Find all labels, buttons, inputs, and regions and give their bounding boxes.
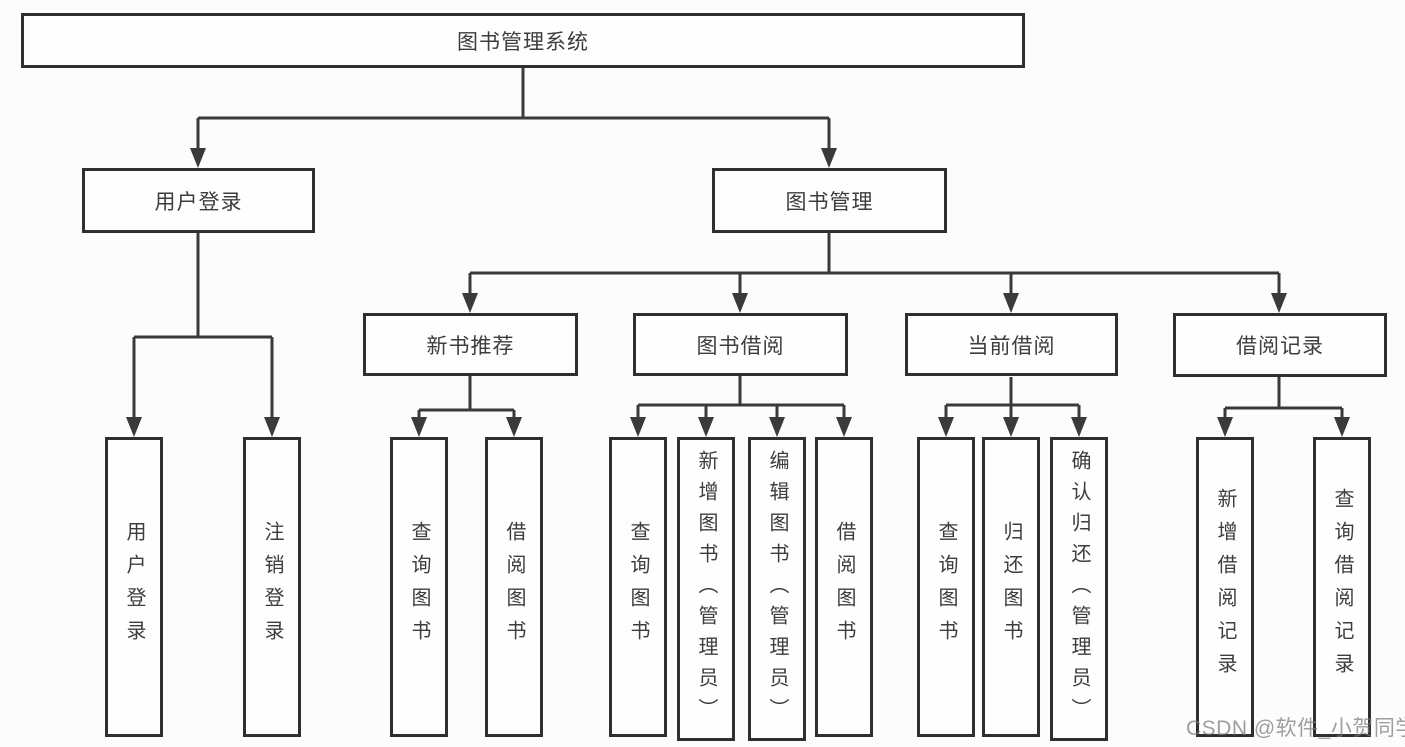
node-label: 当前借阅 [967, 334, 1056, 358]
csdn-watermark: CSDN @软件_小贺同学 [1186, 717, 1405, 740]
node-current-borrowing: 当前借阅 [905, 313, 1118, 376]
leaf-query-borrow-record: 查询借阅记录 [1313, 437, 1371, 737]
leaf-label: 查询图书 [627, 521, 649, 653]
leaf-label: 注销登录 [261, 521, 283, 653]
leaf-borrow-books: 借阅图书 [815, 437, 873, 737]
leaf-label: 借阅图书 [833, 521, 855, 653]
leaf-add-borrow-record: 新增借阅记录 [1196, 437, 1254, 737]
leaf-edit-books-admin: 编辑图书（管理员） [748, 437, 806, 741]
leaf-query-books-borrow: 查询图书 [609, 437, 667, 737]
leaf-query-books-current: 查询图书 [917, 437, 975, 737]
leaf-label: 归还图书 [1000, 521, 1022, 653]
node-book-management: 图书管理 [712, 168, 947, 233]
node-label: 图书借阅 [696, 334, 785, 358]
leaf-add-books-admin: 新增图书（管理员） [677, 437, 735, 741]
leaf-label: 编辑图书（管理员） [766, 449, 788, 729]
node-new-book-recommendation: 新书推荐 [363, 313, 578, 376]
leaf-label: 新增图书（管理员） [695, 449, 717, 729]
node-borrowing-records: 借阅记录 [1173, 313, 1387, 377]
leaf-borrow-books-recommend: 借阅图书 [485, 437, 543, 737]
leaf-label: 查询图书 [935, 521, 957, 653]
node-label: 图书管理 [785, 190, 874, 214]
leaf-confirm-return-admin: 确认归还（管理员） [1050, 437, 1108, 741]
leaf-label: 查询图书 [408, 521, 430, 653]
leaf-return-books: 归还图书 [982, 437, 1040, 737]
leaf-label: 确认归还（管理员） [1068, 449, 1090, 729]
leaf-query-books-recommend: 查询图书 [390, 437, 448, 737]
leaf-label: 查询借阅记录 [1331, 488, 1353, 686]
leaf-label: 用户登录 [123, 521, 145, 653]
leaf-user-login: 用户登录 [105, 437, 163, 737]
leaf-label: 新增借阅记录 [1214, 488, 1236, 686]
node-label: 新书推荐 [426, 334, 515, 358]
node-label: 图书管理系统 [457, 30, 589, 54]
node-book-borrowing: 图书借阅 [633, 313, 848, 376]
leaf-logout: 注销登录 [243, 437, 301, 737]
node-label: 借阅记录 [1236, 335, 1324, 358]
node-library-management-system: 图书管理系统 [21, 13, 1025, 68]
node-user-login: 用户登录 [82, 168, 315, 233]
node-label: 用户登录 [154, 190, 243, 214]
leaf-label: 借阅图书 [503, 521, 525, 653]
